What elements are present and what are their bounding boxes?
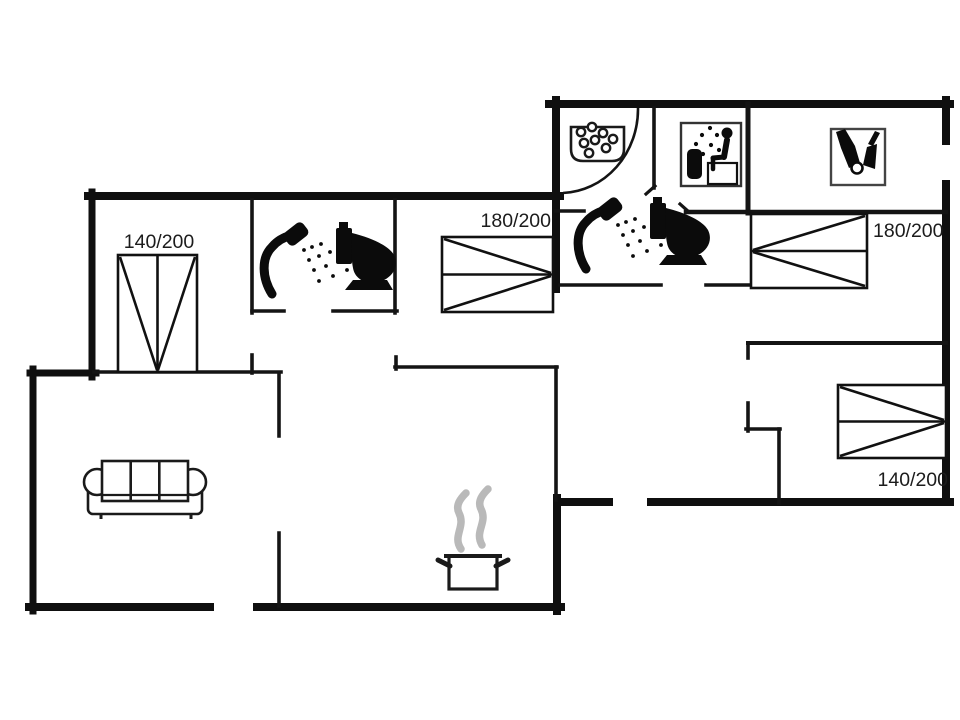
bathroom2-icons: [573, 197, 710, 274]
spray-dots: [302, 242, 349, 283]
spray-dots: [616, 217, 663, 258]
bed-size-label: 140/200: [878, 469, 949, 491]
bed-size-label: 180/200: [481, 210, 552, 232]
bed-bedroom-bottom-right: [836, 383, 948, 460]
utensils-icon: [829, 127, 887, 187]
bed-bedroom-top-right: [749, 212, 869, 290]
shower-icon: [259, 222, 349, 299]
bed-bedroom-middle: [440, 235, 555, 314]
sauna-person: [710, 127, 733, 172]
cooking-pot-icon: [435, 485, 511, 591]
shower-icon: [573, 197, 663, 274]
outer-walls: [25, 96, 954, 615]
sauna-icon: [679, 121, 743, 188]
dishwasher-icon: [569, 121, 626, 163]
bathroom1-icons: [259, 222, 396, 299]
toilet-icon: [650, 197, 710, 265]
bed-size-label: 140/200: [124, 231, 195, 253]
bed-size-label: 180/200: [873, 220, 944, 242]
bed-bedroom-top-left: [116, 253, 199, 374]
steam-icon: [453, 485, 492, 553]
door-arc: [562, 107, 640, 195]
toilet-icon: [336, 222, 396, 290]
interior-walls: [92, 101, 949, 608]
sofa-icon: [82, 459, 208, 519]
